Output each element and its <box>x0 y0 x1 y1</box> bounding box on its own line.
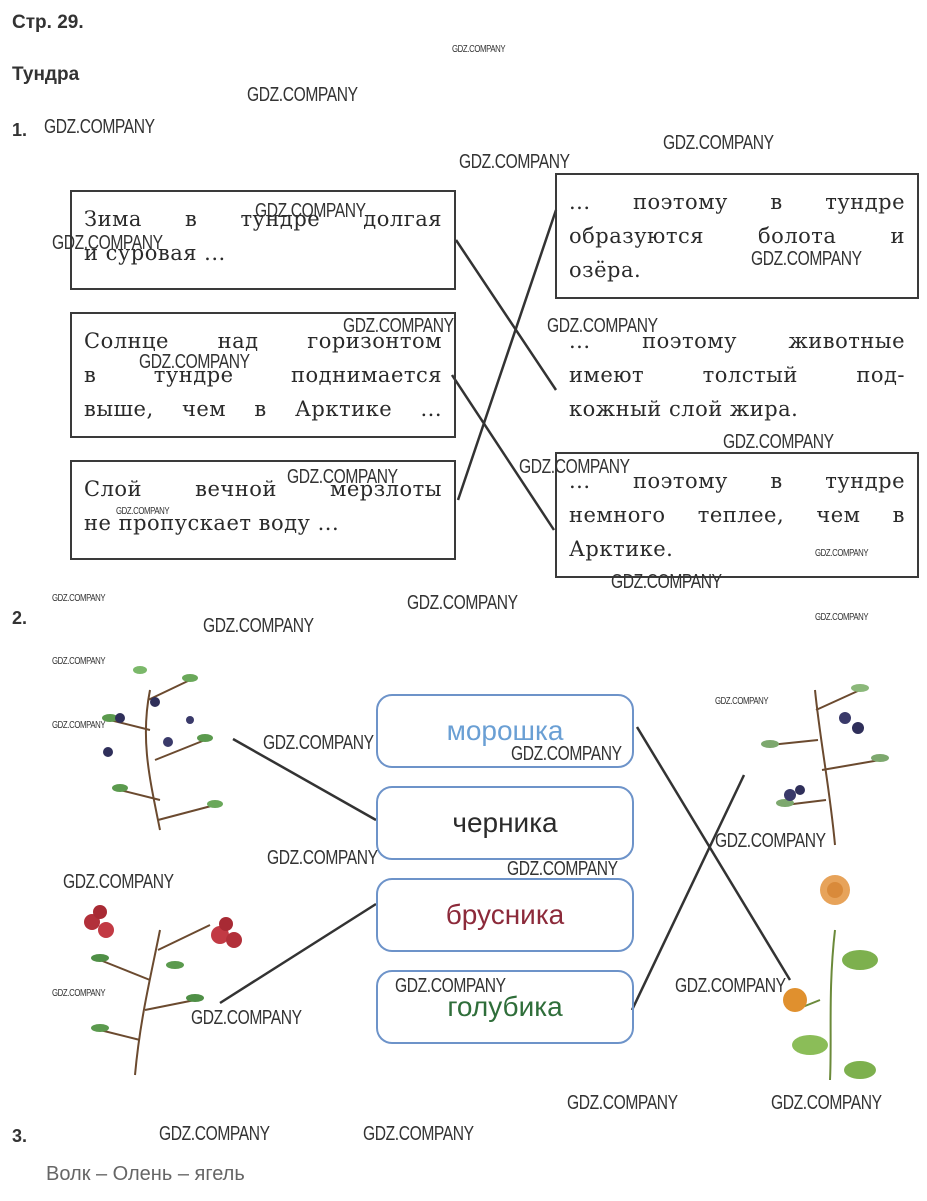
watermark: GDZ.COMPANY <box>459 151 570 173</box>
watermark: GDZ.COMPANY <box>511 743 622 765</box>
watermark: GDZ.COMPANY <box>44 116 155 138</box>
watermark: GDZ.COMPANY <box>611 571 722 593</box>
match-right-box-2: ... поэтому животные имеют толстый под- … <box>555 312 919 438</box>
watermark: GDZ.COMPANY <box>715 830 826 852</box>
box-text-line: выше, чем в Арктике ... <box>84 397 442 421</box>
watermark: GDZ.COMPANY <box>452 44 506 55</box>
berry-label-bog-bilberry: голубика <box>376 970 634 1044</box>
berry-label-cloudberry: морошка <box>376 694 634 768</box>
task3-answer: Волк – Олень – ягель <box>46 1163 245 1185</box>
bog-bilberry-plant-icon <box>761 684 889 846</box>
box-text-line: ... поэтому в тундре <box>569 190 905 214</box>
watermark: GDZ.COMPANY <box>191 1007 302 1029</box>
match-left-box-2: Солнце над горизонтом в тундре поднимает… <box>70 312 456 438</box>
watermark: GDZ.COMPANY <box>507 858 618 880</box>
watermark: GDZ.COMPANY <box>159 1123 270 1145</box>
topic-title: Тундра <box>12 64 80 85</box>
box-text-line: немного теплее, чем в <box>569 503 905 527</box>
task1-number: 1. <box>12 120 28 140</box>
box-text-line: озёра. <box>569 258 642 282</box>
watermark: GDZ.COMPANY <box>771 1092 882 1114</box>
box-text-line: не пропускает воду ... <box>84 511 340 535</box>
watermark: GDZ.COMPANY <box>52 656 106 667</box>
watermark: GDZ.COMPANY <box>263 732 374 754</box>
box-text-line: ... поэтому в тундре <box>569 469 905 493</box>
box-text-line: Арктике. <box>569 537 674 561</box>
berry-label-lingonberry: брусника <box>376 878 634 952</box>
box-text-line: и суровая ... <box>84 241 226 265</box>
box-text-line: Солнце над горизонтом <box>84 329 442 353</box>
box-text-line: Зима в тундре долгая <box>84 207 442 231</box>
watermark: GDZ.COMPANY <box>63 871 174 893</box>
box-text-line: имеют толстый под- <box>569 363 905 387</box>
watermark: GDZ.COMPANY <box>407 592 518 614</box>
watermark: GDZ.COMPANY <box>52 720 106 731</box>
watermark: GDZ.COMPANY <box>116 506 170 517</box>
box-text-line: в тундре поднимается <box>84 363 442 387</box>
box-text-line: ... поэтому животные <box>569 329 905 353</box>
watermark: GDZ.COMPANY <box>267 847 378 869</box>
watermark: GDZ.COMPANY <box>203 615 314 637</box>
watermark: GDZ.COMPANY <box>287 466 398 488</box>
match-left-box-3: Слой вечной мерзлоты не пропускает воду … <box>70 460 456 560</box>
watermark: GDZ.COMPANY <box>663 132 774 154</box>
watermark: GDZ.COMPANY <box>675 975 786 997</box>
page-label: Стр. 29. <box>12 12 84 33</box>
box-text-line: Слой вечной мерзлоты <box>84 477 442 501</box>
watermark: GDZ.COMPANY <box>547 315 658 337</box>
match-left-box-1: Зима в тундре долгая и суровая ... <box>70 190 456 290</box>
watermark: GDZ.COMPANY <box>255 200 366 222</box>
watermark: GDZ.COMPANY <box>52 593 106 604</box>
match-right-box-1: ... поэтому в тундре образуются болота и… <box>555 173 919 299</box>
watermark: GDZ.COMPANY <box>139 351 250 373</box>
match-right-box-3: ... поэтому в тундре немного теплее, чем… <box>555 452 919 578</box>
task2-number: 2. <box>12 608 28 628</box>
watermark: GDZ.COMPANY <box>395 975 506 997</box>
watermark: GDZ.COMPANY <box>343 315 454 337</box>
lingonberry-plant-icon <box>84 905 242 1076</box>
watermark: GDZ.COMPANY <box>815 548 869 559</box>
watermark: GDZ.COMPANY <box>247 84 358 106</box>
watermark: GDZ.COMPANY <box>567 1092 678 1114</box>
watermark: GDZ.COMPANY <box>815 612 869 623</box>
watermark: GDZ.COMPANY <box>52 232 163 254</box>
watermark: GDZ.COMPANY <box>751 248 862 270</box>
berry-label-blueberry: черника <box>376 786 634 860</box>
watermark: GDZ.COMPANY <box>52 988 106 999</box>
task3-number: 3. <box>12 1126 28 1146</box>
box-text-line: кожный слой жира. <box>569 397 799 421</box>
cloudberry-plant-icon <box>783 875 878 1081</box>
blueberry-plant-icon <box>102 666 223 831</box>
watermark: GDZ.COMPANY <box>715 696 769 707</box>
box-text-line: образуются болота и <box>569 224 905 248</box>
watermark: GDZ.COMPANY <box>519 456 630 478</box>
watermark: GDZ.COMPANY <box>363 1123 474 1145</box>
watermark: GDZ.COMPANY <box>723 431 834 453</box>
